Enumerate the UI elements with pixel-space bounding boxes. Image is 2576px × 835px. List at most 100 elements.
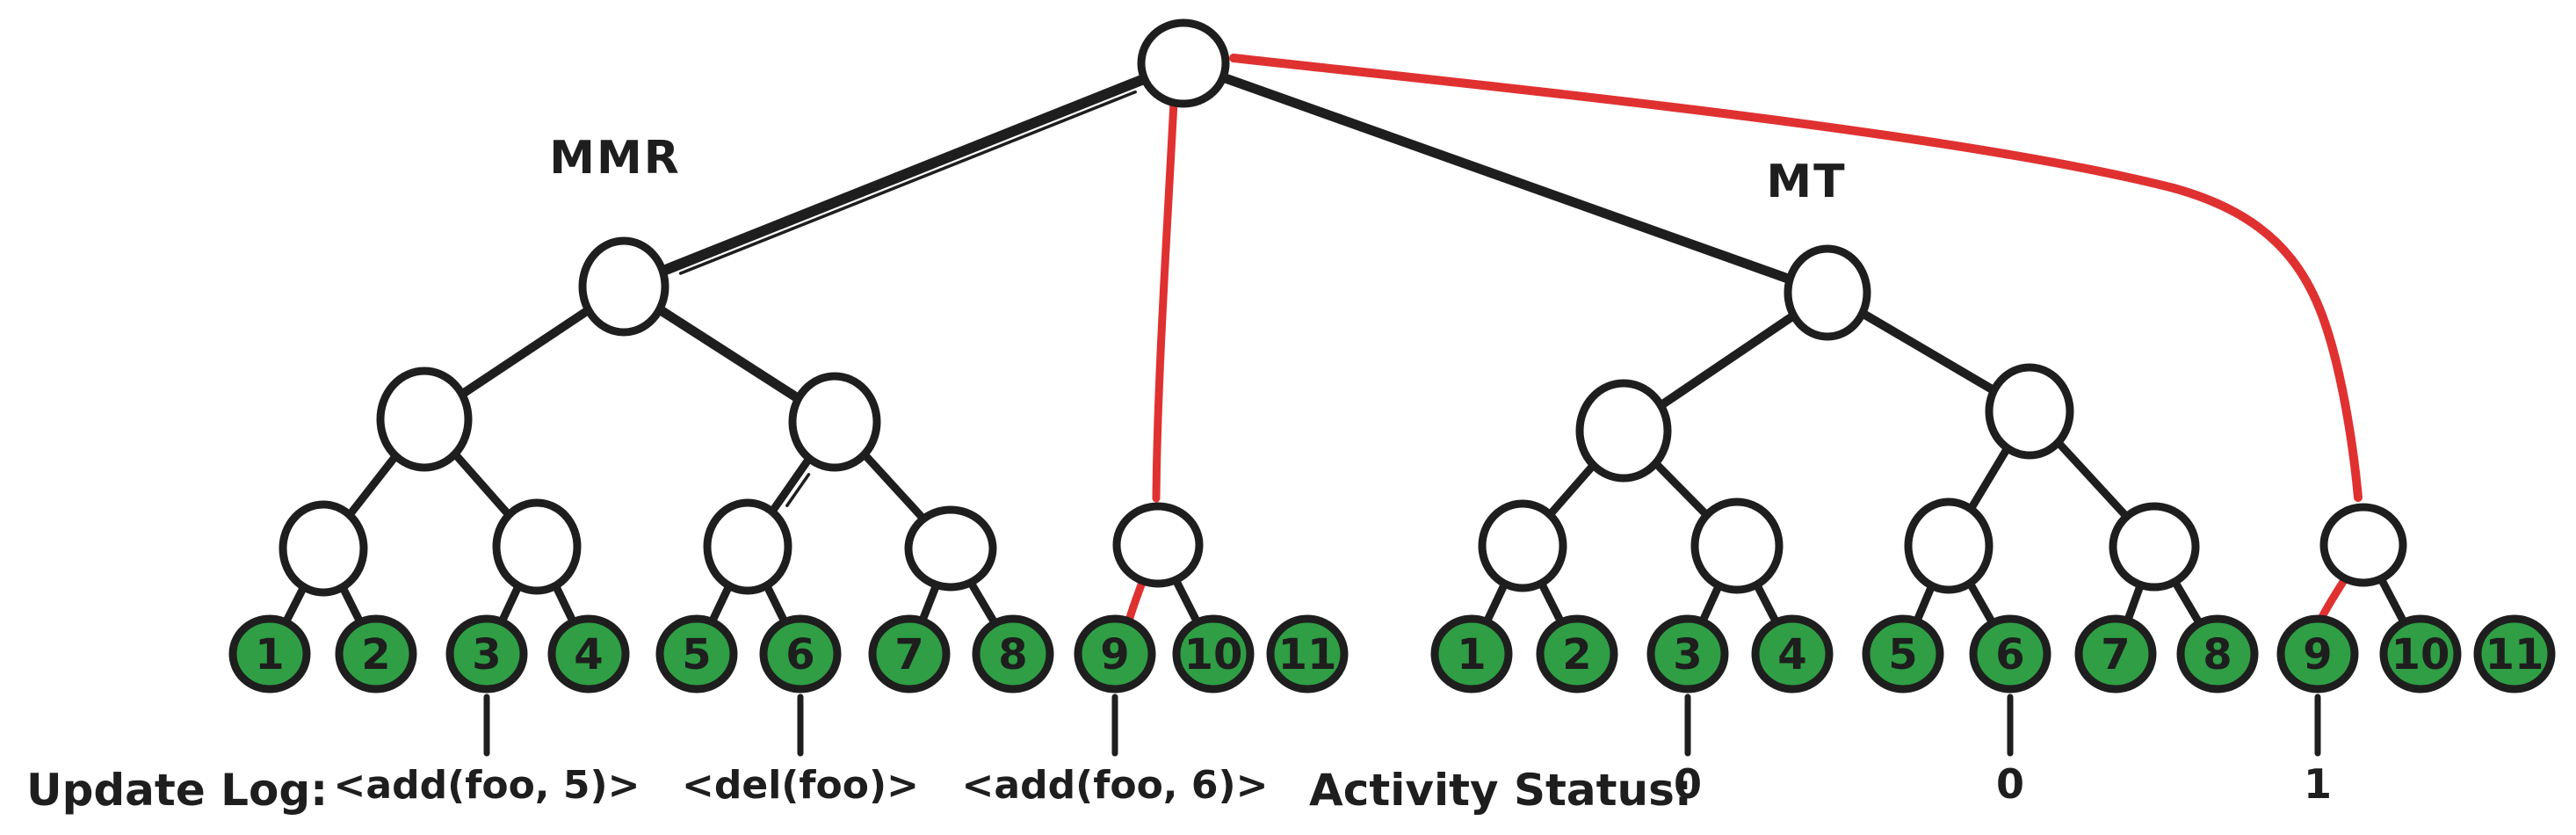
tree-edge-mmr-14-mmr-12: [346, 453, 399, 519]
internal-node-mt-58: [1985, 363, 2074, 460]
internal-node-mmr-12: [279, 500, 368, 597]
tree-edge-apex-mt-root: [1219, 72, 1791, 283]
tree-edge-double-stroke-apex-mmr-root: [678, 90, 1137, 275]
tree-edge-mt-56-t6: [1966, 579, 1996, 626]
leaf-label-t7: 7: [2101, 630, 2130, 679]
activity-status-value-2: 0: [1996, 760, 2024, 808]
tree-edge-mmr-78-m7: [919, 584, 939, 623]
update-log-value-3: <add(foo, 6)>: [962, 763, 1269, 808]
leaf-node-t5: [1862, 614, 1944, 693]
leaf-node-m5: [655, 614, 738, 693]
activity-status-value-1: 0: [1674, 760, 1702, 808]
leaf-label-t1: 1: [1457, 630, 1486, 679]
leaf-label-t11: 11: [2486, 630, 2544, 679]
leaf-node-m3: [445, 614, 528, 693]
tree-edge-mmr-58-mmr-56: [769, 455, 813, 515]
highlight-link-apex-to-mt-peak: [1229, 54, 2363, 502]
leaf-label-t4: 4: [1777, 630, 1806, 679]
mmr-label: MMR: [549, 132, 681, 185]
leaf-label-t9: 9: [2303, 630, 2332, 679]
internal-node-mt-910: [2319, 503, 2407, 587]
internal-node-mmr-root: [578, 236, 669, 337]
update-log-value-2: <del(foo)>: [682, 763, 919, 808]
internal-node-mmr-58: [788, 372, 881, 472]
tree-edge-mt-34-t4: [1753, 581, 1779, 625]
mt-label: MT: [1766, 156, 1846, 208]
leaf-label-t2: 2: [1562, 630, 1591, 679]
leaf-node-m2: [335, 614, 417, 693]
highlight-link-apex-to-mmr-peak: [1152, 98, 1178, 503]
tree-edge-mmr-root-mmr-58: [656, 306, 801, 403]
leaf-label-m6: 6: [785, 630, 814, 679]
tree-edge-mmr-910-m10: [1173, 577, 1201, 625]
internal-node-mt-14: [1575, 379, 1672, 483]
leaf-node-t4: [1751, 614, 1834, 693]
leaf-label-m7: 7: [894, 630, 923, 679]
tree-edge-mt-58-mt-56: [1967, 445, 2011, 512]
leaf-node-t7: [2074, 614, 2157, 693]
internal-node-mmr-78: [904, 505, 997, 592]
leaf-node-t10: [2379, 614, 2462, 693]
leaf-node-t1: [1430, 614, 1513, 693]
leaf-label-t6: 6: [1995, 630, 2024, 679]
tree-edge-mt-910-t10: [2377, 577, 2407, 625]
tree-edge-mt-12-t2: [1538, 580, 1565, 625]
internal-node-mt-56: [1904, 497, 1994, 594]
internal-node-mt-78: [2109, 502, 2200, 592]
tree-edge-mt-34-t3: [1699, 582, 1723, 624]
leaf-node-t6: [1969, 614, 2051, 693]
leaf-node-m6: [759, 614, 842, 693]
leaf-label-m8: 8: [998, 630, 1027, 679]
leaf-node-t2: [1536, 614, 1618, 693]
leaf-label-m9: 9: [1100, 630, 1129, 679]
tree-edge-mmr-78-m8: [967, 580, 998, 626]
tree-edge-mt-14-mt-34: [1653, 460, 1710, 519]
tree-edge-mt-56-t5: [1914, 582, 1936, 623]
leaf-label-m11: 11: [1278, 630, 1337, 679]
tree-edge-mmr-56-m5: [708, 582, 734, 624]
leaf-label-m3: 3: [472, 630, 501, 679]
internal-node-mt-12: [1478, 499, 1567, 592]
leaf-label-m5: 5: [682, 630, 711, 679]
leaf-node-t3: [1646, 614, 1729, 693]
tree-edge-mmr-14-mmr-34: [452, 451, 512, 519]
internal-node-mt-root: [1784, 244, 1871, 341]
tree-edge-mmr-12-m1: [282, 584, 308, 625]
tree-edge-double-stroke-mmr-58-mmr-56: [785, 473, 811, 507]
tree-edge-mmr-12-m2: [338, 584, 364, 625]
leaf-label-t3: 3: [1673, 630, 1702, 679]
leaf-node-m1: [228, 614, 311, 693]
tree-edge-mt-58-mt-78: [2055, 439, 2130, 519]
internal-node-mmr-14: [376, 367, 473, 472]
leaf-node-m7: [868, 614, 951, 693]
tree-edge-mmr-34-m3: [498, 582, 523, 624]
leaf-node-m8: [972, 614, 1054, 693]
tree-edge-apex-mmr-root: [660, 74, 1149, 275]
leaf-label-m10: 10: [1184, 630, 1243, 679]
internal-node-mmr-56: [703, 498, 792, 595]
update-log-value-1: <add(foo, 5)>: [334, 763, 640, 808]
tree-edge-mt-78-t7: [2124, 583, 2145, 623]
leaf-node-m9: [1074, 614, 1156, 693]
internal-node-mmr-910: [1112, 502, 1204, 588]
highlight-link-mmr-peak-to-leaf9: [1125, 576, 1147, 622]
tree-edge-mt-12-t1: [1483, 580, 1509, 624]
tree-edge-mt-root-mt-14: [1658, 312, 1797, 409]
leaf-node-t11: [2473, 614, 2556, 693]
tree-edge-mmr-34-m4: [552, 582, 576, 624]
tree-edge-mt-78-t8: [2172, 579, 2203, 626]
leaf-label-t10: 10: [2391, 630, 2450, 679]
leaf-node-m4: [547, 614, 630, 693]
tree-edge-mmr-58-mmr-78: [861, 451, 927, 522]
leaf-label-m4: 4: [574, 630, 603, 679]
tree-edge-mt-root-mt-58: [1860, 310, 1996, 394]
tree-edge-mmr-56-m6: [763, 582, 788, 624]
leaf-node-m11: [1266, 614, 1349, 693]
activity-status-title: Activity Status:: [1309, 765, 1692, 816]
tree-edge-mt-14-mt-12: [1546, 462, 1596, 518]
update-log-title: Update Log:: [26, 765, 328, 816]
highlight-link-mt-peak-to-leaf9: [2318, 573, 2350, 621]
tree-edge-mmr-root-mmr-14: [459, 307, 591, 397]
